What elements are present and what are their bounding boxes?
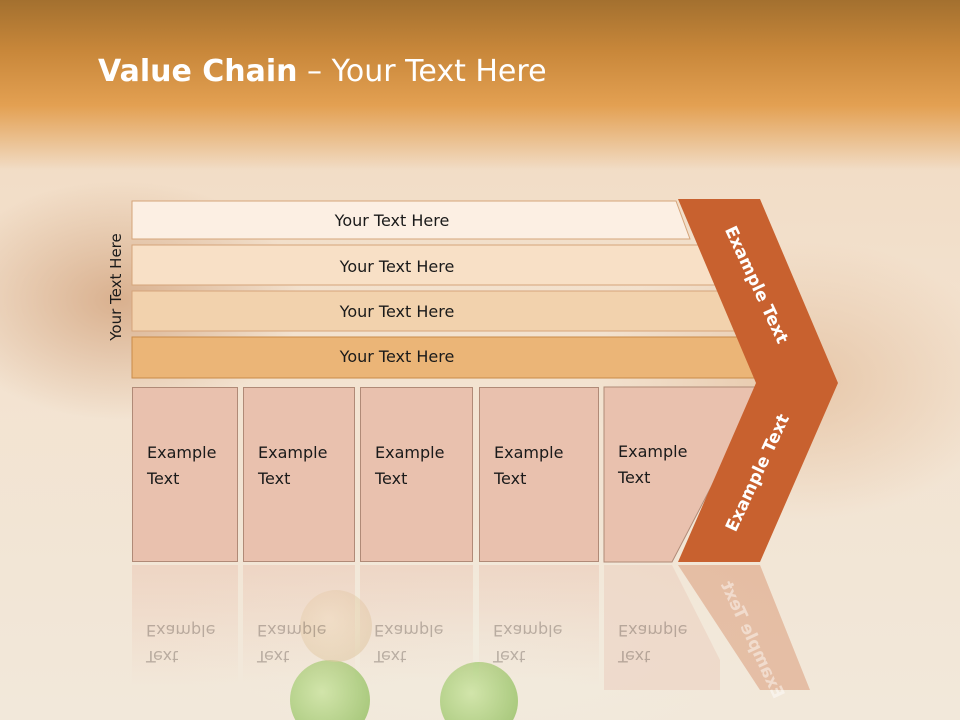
bar-row-4: Your Text Here — [132, 337, 702, 375]
column-1-text: Example Text — [147, 440, 216, 492]
chevron-reflection — [678, 565, 810, 690]
column-2-reflection-line2: Text — [257, 647, 290, 666]
column-2: Example Text — [243, 387, 355, 562]
title-rest: – Your Text Here — [297, 54, 547, 89]
column-5-reflection-line1: Example — [618, 621, 688, 640]
column-4-reflection-line2: Text — [493, 647, 526, 666]
slide-title: Value Chain – Your Text Here — [98, 54, 547, 89]
column-4-reflection: Text Example — [479, 565, 599, 685]
column-2-line1: Example — [258, 443, 328, 462]
column-3-reflection: Text Example — [360, 565, 473, 685]
decor-wicker-ball — [300, 590, 372, 662]
column-5-reflection-line2: Text — [618, 647, 651, 666]
column-3-reflection-line2: Text — [374, 647, 407, 666]
bar-label-1: Your Text Here — [334, 210, 450, 230]
column-3-line1: Example — [375, 443, 445, 462]
column-shape-5 — [603, 386, 761, 563]
column-3-line2: Text — [375, 469, 408, 488]
column-4-reflection-text: Text Example — [493, 617, 562, 669]
column-3-reflection-text: Text Example — [374, 617, 443, 669]
bar-label-4: Your Text Here — [339, 346, 455, 366]
bar-shape-1 — [131, 200, 691, 240]
bar-row-3: Your Text Here — [132, 292, 702, 330]
column-1-reflection: Text Example — [132, 565, 238, 685]
column-1: Example Text — [132, 387, 238, 562]
column-2-reflection-text: Text Example — [257, 617, 326, 669]
column-3-reflection-line1: Example — [374, 621, 444, 640]
column-2-reflection-line1: Example — [257, 621, 327, 640]
column-4-reflection-line1: Example — [493, 621, 563, 640]
title-band — [0, 0, 960, 170]
bar-row-1: Your Text Here — [132, 201, 692, 239]
decor-ball-right — [440, 662, 518, 720]
column-1-reflection-line2: Text — [146, 647, 179, 666]
bar-row-2: Your Text Here — [132, 247, 702, 285]
column-5-reflection-text: Text Example — [618, 617, 687, 669]
column-1-reflection-line1: Example — [146, 621, 216, 640]
column-2-text: Example Text — [258, 440, 327, 492]
column-4-line1: Example — [494, 443, 564, 462]
column-1-line2: Text — [147, 469, 180, 488]
bar-label-3: Your Text Here — [339, 301, 455, 321]
column-5-reflection — [604, 565, 720, 690]
column-5-line1: Example — [618, 442, 688, 461]
column-1-line1: Example — [147, 443, 217, 462]
bar-label-2: Your Text Here — [339, 256, 455, 276]
column-3-text: Example Text — [375, 440, 444, 492]
title-bold: Value Chain — [98, 54, 298, 89]
column-5-line2: Text — [618, 468, 651, 487]
column-2-reflection: Text Example — [243, 565, 355, 685]
chevron-shape — [678, 199, 838, 562]
column-3: Example Text — [360, 387, 473, 562]
column-1-reflection-text: Text Example — [146, 617, 215, 669]
column-4-text: Example Text — [494, 440, 563, 492]
column-4-line2: Text — [494, 469, 527, 488]
column-5-text: Example Text — [618, 439, 687, 491]
column-2-line2: Text — [258, 469, 291, 488]
decor-ball-left — [290, 660, 370, 720]
column-4: Example Text — [479, 387, 599, 562]
